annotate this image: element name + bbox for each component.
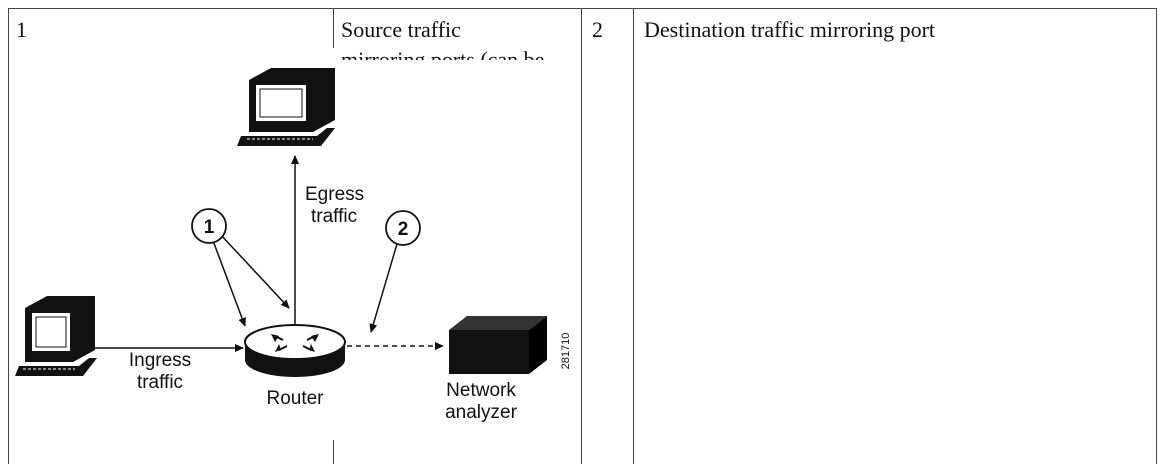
callout-2-circle [385,210,421,246]
ingress-label-line1: Ingress [129,350,191,371]
column-divider-1-lower [333,438,334,464]
callout-1-arrow-b [219,233,290,309]
cell-number-1: 1 [16,17,27,42]
callout-2-arrow [369,243,398,333]
top-computer-icon [237,68,335,146]
source-ports-line1: Source traffic [341,17,461,42]
egress-label-line2: traffic [311,206,357,227]
cell-source-ports: Source traffic mirroring ports (can be [340,12,578,64]
cell-number-2: 2 [592,17,603,42]
source-ports-line2: mirroring ports (can be [341,47,545,64]
network-analyzer-icon [449,316,547,374]
analyzer-label-line2: analyzer [445,402,517,423]
callout-1-circle [191,208,227,244]
ingress-label-line2: traffic [137,372,183,393]
table-frame [8,8,1157,464]
analyzer-label-line1: Network [446,380,516,401]
callout-1-number: 1 [204,217,215,238]
figure-id: 281710 [560,333,572,370]
column-divider-3 [633,8,634,464]
left-computer-icon [15,296,97,376]
router-icon [244,324,346,377]
column-divider-2 [581,8,582,464]
router-label: Router [266,388,324,409]
column-divider-1 [333,8,334,48]
egress-label-line1: Egress [305,184,364,205]
callout-2-number: 2 [398,219,409,240]
cell-destination-port: Destination traffic mirroring port [644,17,936,42]
port-mirroring-diagram: 1 2 Egress traffic Ingress traffic Route… [9,60,581,440]
callout-1-arrow-a [211,237,246,327]
